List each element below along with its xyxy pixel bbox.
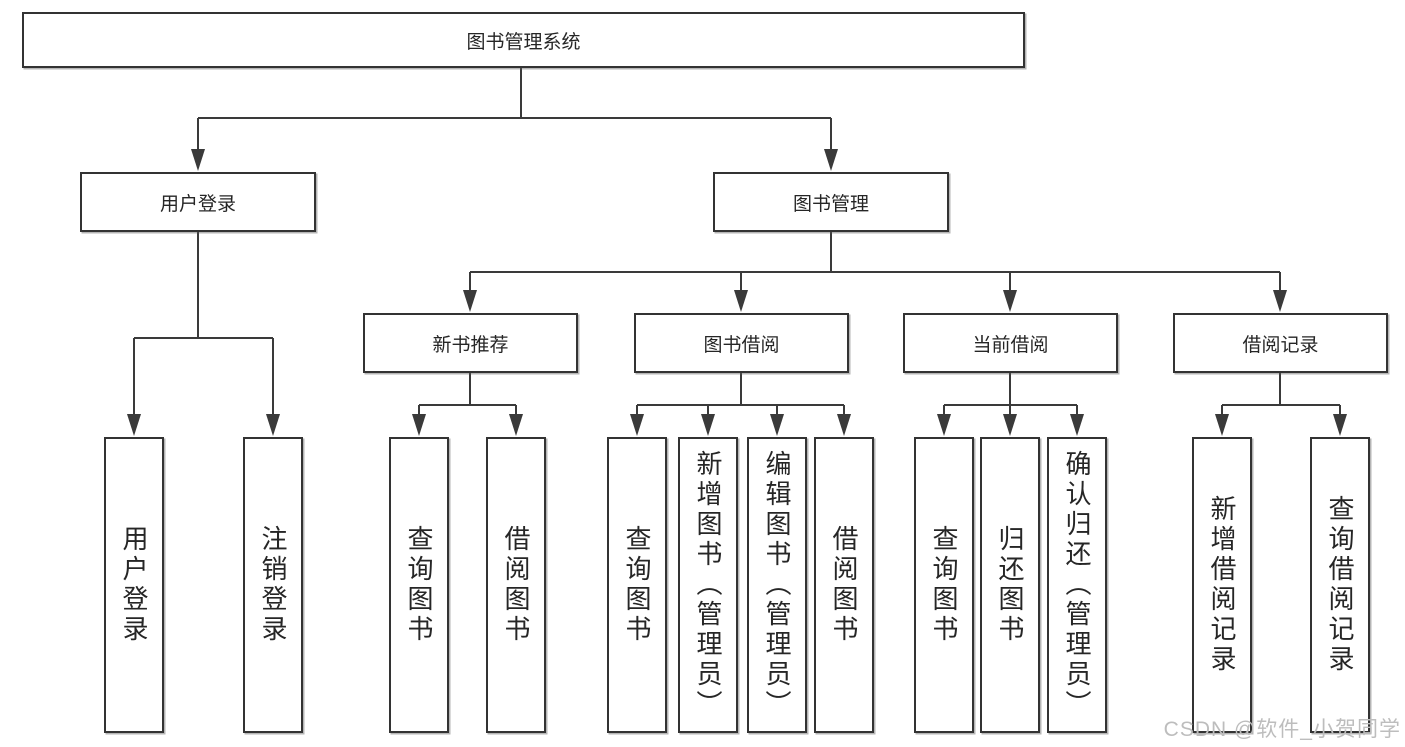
node-new-book-recommend: 新书推荐 xyxy=(363,313,578,373)
node-return-book: 归还图书 xyxy=(980,437,1040,733)
node-query-borrow-record: 查询借阅记录 xyxy=(1310,437,1370,733)
node-query-books-current: 查询图书 xyxy=(914,437,974,733)
node-query-books-recommend: 查询图书 xyxy=(389,437,449,733)
node-add-book-admin: 新增图书（管理员） xyxy=(678,437,738,733)
node-borrow-books-recommend: 借阅图书 xyxy=(486,437,546,733)
arrowhead xyxy=(191,149,205,171)
node-user-login: 用户登录 xyxy=(80,172,316,232)
node-user-login-action: 用户登录 xyxy=(104,437,164,733)
csdn-watermark: CSDN @软件_小贺同学 xyxy=(1163,718,1401,741)
node-add-borrow-record: 新增借阅记录 xyxy=(1192,437,1252,733)
arrowhead xyxy=(824,149,838,171)
node-book-borrow: 图书借阅 xyxy=(634,313,849,373)
node-query-books-borrow: 查询图书 xyxy=(607,437,667,733)
node-current-borrow: 当前借阅 xyxy=(903,313,1118,373)
node-confirm-return-admin: 确认归还（管理员） xyxy=(1047,437,1107,733)
node-borrow-records: 借阅记录 xyxy=(1173,313,1388,373)
node-logout: 注销登录 xyxy=(243,437,303,733)
node-root: 图书管理系统 xyxy=(22,12,1025,68)
node-edit-book-admin: 编辑图书（管理员） xyxy=(747,437,807,733)
node-borrow-books: 借阅图书 xyxy=(814,437,874,733)
node-book-management: 图书管理 xyxy=(713,172,949,232)
